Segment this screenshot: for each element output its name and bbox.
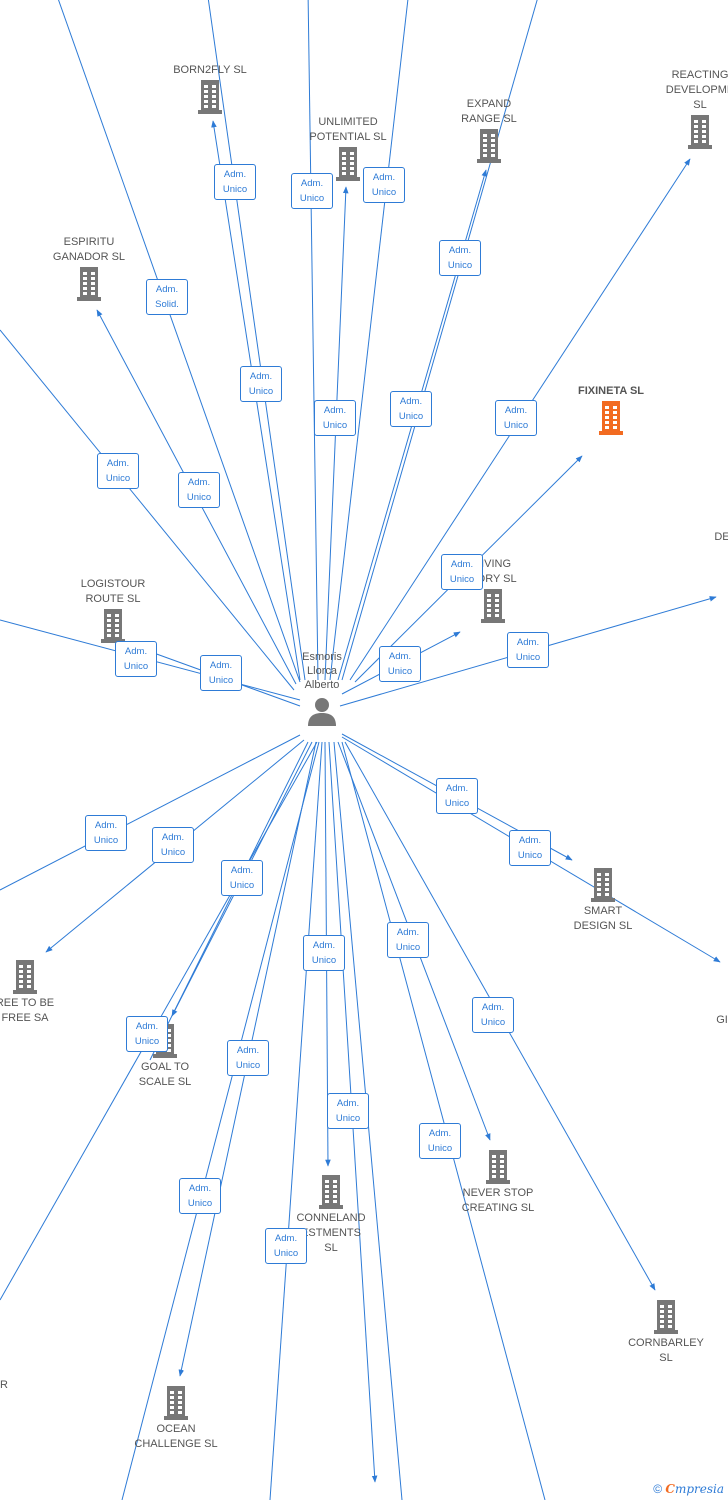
role-badge[interactable]: Adm. Unico	[314, 400, 356, 436]
empresia-logo: Cmpresia	[665, 1482, 724, 1496]
edge-4	[329, 0, 409, 681]
person-name: Esmoris Llorca Alberto	[302, 651, 342, 691]
building-icon	[481, 589, 505, 623]
role-badge[interactable]: Adm. Unico	[419, 1123, 461, 1159]
company-node[interactable]: EXPAND RANGE SL	[429, 97, 549, 165]
building-icon	[13, 960, 37, 994]
company-node[interactable]: REE TO BE FREE SA	[0, 958, 85, 1026]
role-badge[interactable]: Adm. Unico	[178, 472, 220, 508]
company-node[interactable]: OCEAN CHALLENGE SL	[116, 1384, 236, 1452]
company-node[interactable]: GI	[662, 1013, 728, 1028]
role-badge[interactable]: Adm. Unico	[179, 1178, 221, 1214]
role-badge[interactable]: Adm. Unico	[436, 778, 478, 814]
company-node[interactable]: LOGISTOUR ROUTE SL	[53, 577, 173, 645]
edge-1	[207, 0, 306, 681]
person-icon	[308, 698, 336, 726]
company-label: GI	[716, 1014, 728, 1026]
role-badge[interactable]: Adm. Unico	[495, 400, 537, 436]
role-badge[interactable]: Adm. Solid.	[146, 279, 188, 315]
company-label: FIXINETA SL	[578, 385, 644, 397]
role-badge[interactable]: Adm. Unico	[126, 1016, 168, 1052]
edge-26	[341, 741, 546, 1500]
building-icon	[688, 115, 712, 149]
company-label: REACTING DEVELOPME SL	[665, 69, 728, 111]
building-icon	[164, 1386, 188, 1420]
role-badge[interactable]: Adm. Unico	[390, 391, 432, 427]
company-label: LOGISTOUR ROUTE SL	[80, 578, 146, 605]
building-icon	[654, 1300, 678, 1334]
building-icon	[591, 868, 615, 902]
company-label: UNLIMITED POTENTIAL SL	[309, 116, 387, 143]
edge-6	[341, 0, 538, 681]
company-label: EXPAND RANGE SL	[461, 98, 517, 125]
company-node[interactable]: DE	[662, 530, 728, 545]
company-label: CORNBARLEY SL	[628, 1337, 704, 1364]
edge-2	[307, 0, 319, 681]
building-icon	[599, 401, 623, 435]
role-badge[interactable]: Adm. Unico	[200, 655, 242, 691]
building-icon	[77, 267, 101, 301]
role-badge[interactable]: Adm. Unico	[97, 453, 139, 489]
role-badge[interactable]: Adm. Unico	[115, 641, 157, 677]
company-label: R	[0, 1379, 8, 1391]
company-label: OCEAN CHALLENGE SL	[134, 1423, 218, 1450]
building-icon	[336, 147, 360, 181]
role-badge[interactable]: Adm. Unico	[439, 240, 481, 276]
role-badge[interactable]: Adm. Unico	[265, 1228, 307, 1264]
company-node[interactable]: BORN2FLY SL	[150, 63, 270, 116]
company-node[interactable]: ESPIRITU GANADOR SL	[29, 235, 149, 303]
role-badge[interactable]: Adm. Unico	[507, 632, 549, 668]
edge-20	[121, 741, 320, 1500]
company-label: NEVER STOP CREATING SL	[461, 1187, 535, 1214]
role-badge[interactable]: Adm. Unico	[227, 1040, 269, 1076]
person-node[interactable]: Esmoris Llorca Alberto	[272, 650, 372, 726]
company-label: CONNELAND ESTMENTS SL	[296, 1212, 366, 1254]
company-label: DE	[714, 531, 728, 543]
company-node[interactable]: SMART DESIGN SL	[543, 866, 663, 934]
company-node[interactable]: FIXINETA SL	[551, 384, 671, 437]
company-node[interactable]: NEVER STOP CREATING SL	[438, 1148, 558, 1216]
company-node[interactable]: CONNELAND ESTMENTS SL	[271, 1173, 391, 1256]
role-badge[interactable]: Adm. Unico	[327, 1093, 369, 1129]
edge-10	[58, 0, 301, 683]
building-icon	[319, 1175, 343, 1209]
company-label: SMART DESIGN SL	[573, 905, 633, 932]
building-icon	[486, 1150, 510, 1184]
role-badge[interactable]: Adm. Unico	[387, 922, 429, 958]
company-node[interactable]: UNLIMITED POTENTIAL SL	[288, 115, 408, 183]
role-badge[interactable]: Adm. Unico	[472, 997, 514, 1033]
role-badge[interactable]: Adm. Unico	[363, 167, 405, 203]
building-icon	[101, 609, 125, 643]
edge-21	[269, 741, 323, 1500]
building-icon	[477, 129, 501, 163]
building-icon	[198, 80, 222, 114]
company-label: REE TO BE FREE SA	[0, 997, 55, 1024]
company-node[interactable]: R	[0, 1378, 64, 1393]
company-label: ESPIRITU GANADOR SL	[52, 236, 126, 263]
footer-credit: © Cmpresia	[653, 1482, 724, 1496]
role-badge[interactable]: Adm. Unico	[291, 173, 333, 209]
role-badge[interactable]: Adm. Unico	[441, 554, 483, 590]
edge-30	[149, 741, 309, 1061]
role-badge[interactable]: Adm. Unico	[303, 935, 345, 971]
company-label: BORN2FLY SL	[173, 64, 247, 76]
edge-9	[0, 329, 295, 691]
copyright-symbol: ©	[653, 1482, 663, 1496]
edge-16	[0, 734, 301, 891]
role-badge[interactable]: Adm. Unico	[240, 366, 282, 402]
role-badge[interactable]: Adm. Unico	[152, 827, 194, 863]
role-badge[interactable]: Adm. Unico	[214, 164, 256, 200]
company-node[interactable]: REACTING DEVELOPME SL	[640, 68, 728, 151]
company-node[interactable]: CORNBARLEY SL	[606, 1298, 726, 1366]
role-badge[interactable]: Adm. Unico	[221, 860, 263, 896]
company-label: GOAL TO SCALE SL	[138, 1061, 192, 1088]
role-badge[interactable]: Adm. Unico	[509, 830, 551, 866]
role-badge[interactable]: Adm. Unico	[85, 815, 127, 851]
role-badge[interactable]: Adm. Unico	[379, 646, 421, 682]
